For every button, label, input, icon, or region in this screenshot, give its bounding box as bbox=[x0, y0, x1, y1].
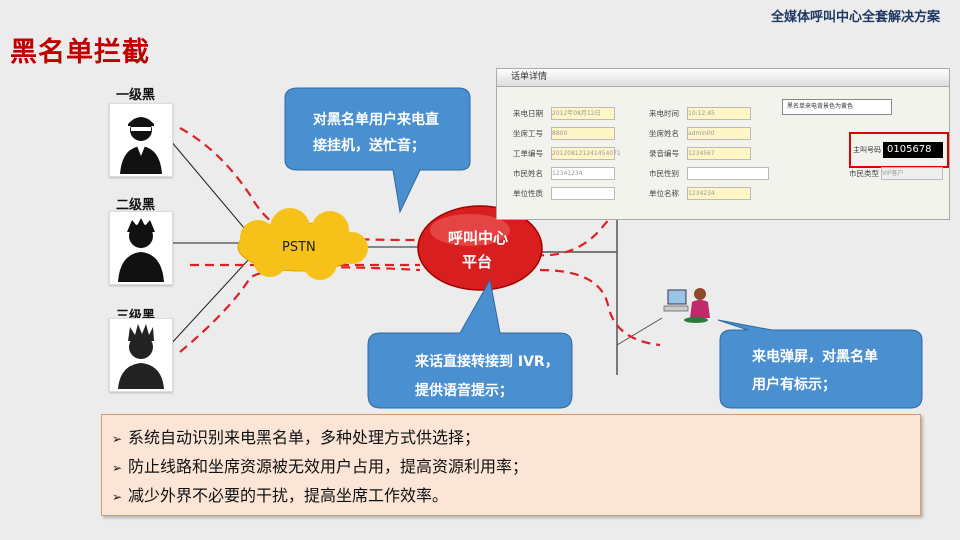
field-value: admin00 bbox=[687, 127, 751, 140]
pstn-label: PSTN bbox=[282, 240, 316, 255]
field-value: 8800 bbox=[551, 127, 615, 140]
caller-number-highlight: 主叫号码 0105678 bbox=[849, 132, 949, 168]
call-detail-screenshot: 话单详情 黑名单来电背景色为黄色 来电日期 2012年08月12日 来电时间 10:… bbox=[496, 68, 950, 220]
callout-hangup-line2: 接挂机，送忙音； bbox=[313, 138, 425, 154]
field-label: 录音编号 bbox=[649, 148, 679, 158]
person-icon bbox=[118, 324, 164, 389]
callout-popup-line1: 来电弹屏，对黑名单 bbox=[752, 349, 878, 365]
level-2-label: 二级黑 bbox=[116, 198, 156, 213]
callout-ivr-line2: 提供语音提示； bbox=[415, 383, 513, 399]
callout-hangup-shape bbox=[284, 87, 471, 214]
callout-popup-line2: 用户有标示； bbox=[752, 377, 836, 393]
level-3-person bbox=[109, 318, 173, 392]
agent-workstation bbox=[663, 288, 710, 323]
field-value: 201208121241454071 bbox=[551, 147, 621, 160]
callout-hangup-line1: 对黑名单用户来电直 bbox=[313, 112, 439, 128]
field-value: 12341234 bbox=[551, 167, 615, 180]
summary-box: ➢系统自动识别来电黑名单，多种处理方式供选择； ➢防止线路和坐席资源被无效用户占… bbox=[101, 414, 921, 516]
callout-ivr-line1: 来话直接转接到 IVR， bbox=[415, 354, 559, 370]
callout-popup-shape bbox=[717, 319, 923, 409]
link-line bbox=[169, 257, 251, 346]
link-line bbox=[616, 317, 663, 346]
call-path-dash bbox=[539, 268, 661, 347]
arrow-icon: ➢ bbox=[112, 461, 123, 475]
call-path-dash bbox=[534, 199, 626, 257]
field-label: 市民姓名 bbox=[513, 168, 543, 178]
level-2-person bbox=[109, 211, 173, 285]
field-value: 2012年08月12日 bbox=[551, 107, 615, 120]
field-label: 坐席工号 bbox=[513, 128, 543, 138]
bullet-item: ➢防止线路和坐席资源被无效用户占用，提高资源利用率； bbox=[112, 457, 529, 476]
field-label: 市民类型 bbox=[849, 168, 879, 178]
field-value: 10:12:45 bbox=[687, 107, 751, 120]
page-title: 黑名单拦截 bbox=[10, 37, 150, 68]
solution-title: 全媒体呼叫中心全套解决方案 bbox=[770, 10, 940, 25]
arrow-icon: ➢ bbox=[112, 432, 123, 446]
field-label: 来电日期 bbox=[513, 108, 543, 118]
field-value: 1234234 bbox=[687, 187, 751, 200]
bullet-item: ➢减少外界不必要的干扰，提高坐席工作效率。 bbox=[112, 486, 449, 505]
call-path-dash bbox=[179, 266, 421, 353]
field-label: 工单编号 bbox=[513, 148, 543, 158]
person-icon bbox=[120, 117, 162, 174]
screen-note: 黑名单来电背景色为黄色 bbox=[782, 99, 892, 115]
person-icon bbox=[118, 218, 164, 282]
field-value: VIP客户 bbox=[881, 167, 943, 180]
screen-title: 话单详情 bbox=[497, 69, 949, 87]
arrow-icon: ➢ bbox=[112, 490, 123, 504]
level-1-person bbox=[109, 103, 173, 177]
field-label: 来电时间 bbox=[649, 108, 679, 118]
call-center-label-line1: 呼叫中心 bbox=[448, 229, 509, 247]
field-value bbox=[551, 187, 615, 200]
field-label: 市民性别 bbox=[649, 168, 679, 178]
level-1-label: 一级黑 bbox=[116, 88, 156, 103]
field-label: 单位名称 bbox=[649, 188, 679, 198]
field-label: 单位性质 bbox=[513, 188, 543, 198]
field-label: 坐席姓名 bbox=[649, 128, 679, 138]
field-label: 主叫号码 bbox=[853, 146, 881, 154]
call-center-label-line2: 平台 bbox=[462, 253, 493, 271]
field-value: 1234567 bbox=[687, 147, 751, 160]
bullet-item: ➢系统自动识别来电黑名单，多种处理方式供选择； bbox=[112, 428, 481, 447]
link-line bbox=[169, 139, 251, 236]
pstn-cloud bbox=[237, 208, 368, 280]
caller-number-value: 0105678 bbox=[883, 142, 943, 158]
callout-ivr-shape bbox=[367, 278, 573, 409]
field-value bbox=[687, 167, 769, 180]
